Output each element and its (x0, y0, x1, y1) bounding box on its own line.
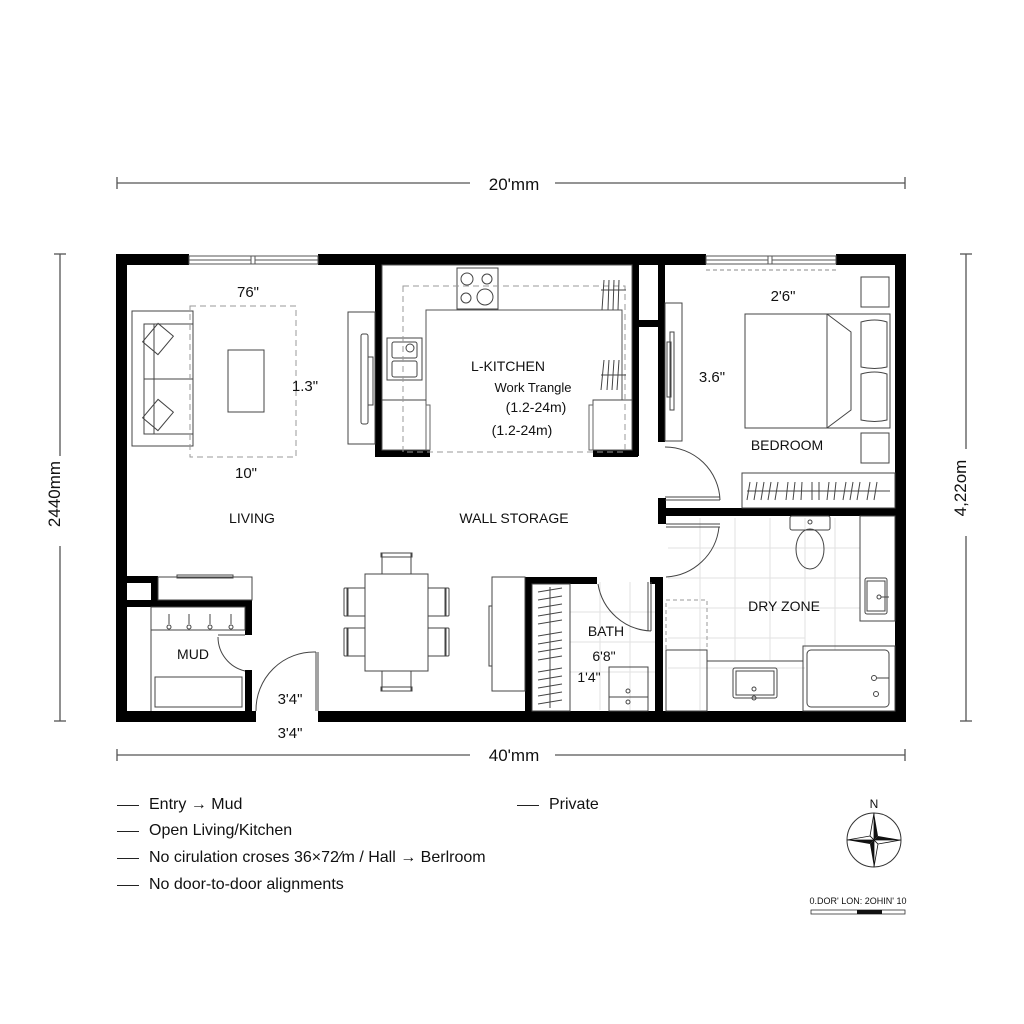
coffee-table (227, 349, 265, 413)
bath-label: BATH (588, 623, 624, 639)
dimension-right (960, 253, 972, 722)
living-label: LIVING (229, 510, 275, 526)
bedroom-tv-console (664, 302, 683, 442)
legend-item: No cirulation croses 36×72⁄m / Hall → Be… (117, 849, 486, 867)
kitchen-label: L-KITCHEN (471, 358, 545, 374)
rug-outline (189, 305, 297, 458)
legend-item-private: Private (517, 796, 599, 814)
kitchen-sink (386, 337, 423, 381)
toilet (789, 515, 831, 570)
legend-dash-icon (517, 804, 539, 806)
legend-item-label: No door-to-door alignments (149, 876, 344, 893)
legend-item: No door-to-door alignments (117, 876, 344, 894)
living-dim-bottom: 10" (235, 465, 257, 482)
legend-item: Open Living/Kitchen (117, 822, 292, 840)
bedroom-label: BEDROOM (751, 437, 823, 453)
dimension-left (54, 253, 66, 722)
legend-dash-icon (117, 830, 139, 832)
entry-dim-inner: 3'4" (278, 691, 303, 708)
scale-bar-label: 0.DOR' LON: 2OHIN' 10 (810, 896, 907, 906)
bath-door (597, 582, 652, 632)
legend-dash-icon (117, 884, 139, 886)
cabinet-doors-kitchen (425, 404, 594, 451)
dimension-right-label: 4,22om (951, 460, 970, 517)
bath-dim-2: 1'4" (577, 669, 600, 685)
dry-zone-door (665, 523, 720, 578)
bath-sink (608, 666, 649, 712)
walls (116, 254, 906, 722)
tv-console-living (347, 311, 376, 445)
nightstand-bottom (860, 432, 890, 464)
vanity-right (859, 515, 896, 622)
dimension-top (116, 177, 906, 189)
legend-item-label: Entry → Mud (149, 796, 243, 813)
dimension-bottom (116, 749, 906, 761)
kitchen-work-triangle: Work Trangle (494, 380, 571, 395)
legend-item-label: Private (549, 796, 599, 813)
legend-item: Entry → Mud (117, 796, 242, 814)
compass-north-label: N (870, 797, 879, 811)
bath-closet (531, 583, 571, 712)
compass: N (846, 797, 902, 868)
mud-bench-top (157, 574, 253, 601)
wall-storage-console (488, 576, 526, 692)
entry-door (255, 651, 319, 712)
living-dim-top: 76" (237, 284, 259, 301)
bedroom-door (664, 446, 721, 501)
cooktop (456, 267, 499, 310)
work-triangle-outline (402, 285, 626, 453)
kitchen-range-1: (1.2-24m) (506, 399, 567, 415)
bedroom-closet (741, 472, 896, 509)
entry-dim-outer: 3'4" (278, 725, 303, 742)
bathtub (802, 645, 896, 712)
legend-item-label: Open Living/Kitchen (149, 822, 293, 839)
bed (744, 313, 891, 429)
pantry-hangers-kitchen (600, 279, 626, 391)
dining-table (343, 552, 450, 692)
mud-label: MUD (177, 646, 209, 662)
nightstand-top (860, 276, 890, 308)
bedroom-dim-side: 3.6" (699, 369, 725, 386)
coat-hooks (150, 606, 246, 711)
legend-dash-icon (117, 804, 139, 806)
tile-grid (570, 518, 860, 710)
dimension-bottom-label: 40'mm (489, 746, 539, 765)
wall-storage-label: WALL STORAGE (459, 510, 568, 526)
scale-bar (810, 909, 906, 915)
living-dim-side: 1.3" (292, 378, 318, 395)
bedroom-dim-top: 2'6" (771, 288, 796, 305)
mud-door (217, 634, 246, 672)
windows (188, 255, 837, 271)
dry-zone-storage (665, 649, 803, 712)
kitchen-range-2: (1.2-24m) (492, 422, 553, 438)
dry-zone-bench-outline (665, 599, 708, 651)
dimension-left-label: 2440mm (45, 461, 64, 527)
bath-dim-1: 6'8" (592, 648, 615, 664)
dry-zone-label: DRY ZONE (748, 598, 820, 614)
dimension-top-label: 20'mm (489, 175, 539, 194)
mud-bench (154, 676, 243, 708)
legend-item-label: No cirulation croses 36×72⁄m / Hall → Be… (149, 849, 486, 866)
sofa (131, 310, 194, 447)
compass-star-icon (846, 812, 902, 868)
legend-dash-icon (117, 857, 139, 859)
